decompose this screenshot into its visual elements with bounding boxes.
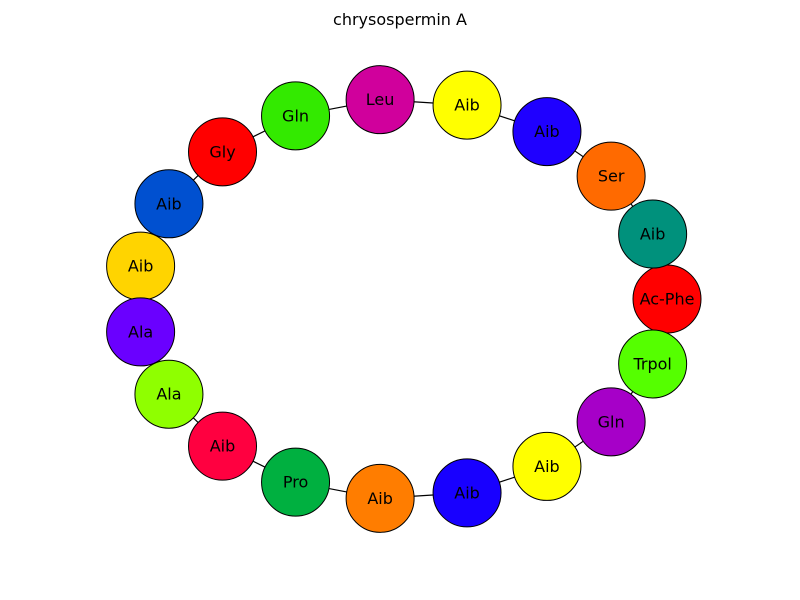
residue-label: Trpol bbox=[632, 354, 671, 373]
residue-node: Aib bbox=[106, 231, 176, 301]
residue-label: Aib bbox=[534, 122, 560, 141]
residue-label: Aib bbox=[640, 225, 666, 244]
residue-circle bbox=[618, 329, 688, 399]
residue-label: Aib bbox=[128, 257, 154, 276]
residue-circle bbox=[261, 81, 331, 151]
residue-circle bbox=[188, 117, 258, 187]
residue-label: Leu bbox=[366, 90, 395, 109]
residue-node: Aib bbox=[432, 70, 502, 140]
residue-label: Pro bbox=[283, 473, 308, 492]
residue-node: Pro bbox=[261, 447, 331, 517]
residue-circle bbox=[432, 70, 502, 140]
residue-node: Aib bbox=[188, 411, 258, 481]
residue-circle bbox=[576, 387, 646, 457]
residue-circle bbox=[188, 411, 258, 481]
residue-circle bbox=[134, 359, 204, 429]
residue-label: Ala bbox=[128, 322, 153, 341]
nodes-group: Ac-PheAibSerAibAibLeuGlnGlyAibAibAlaAlaA… bbox=[106, 65, 702, 533]
residue-label: Aib bbox=[534, 457, 560, 476]
residue-label: Ac-Phe bbox=[640, 290, 695, 309]
residue-node: Aib bbox=[512, 97, 582, 167]
residue-circle bbox=[345, 65, 415, 135]
residue-node: Leu bbox=[345, 65, 415, 135]
residue-node: Ala bbox=[134, 359, 204, 429]
residue-node: Aib bbox=[618, 199, 688, 269]
residue-label: Ser bbox=[598, 167, 625, 186]
residue-node: Aib bbox=[512, 431, 582, 501]
residue-label: Aib bbox=[156, 194, 182, 213]
residue-node: Aib bbox=[345, 463, 415, 533]
residue-circle bbox=[432, 458, 502, 528]
residue-node: Trpol bbox=[618, 329, 688, 399]
residue-label: Gln bbox=[282, 106, 309, 125]
residue-label: Aib bbox=[454, 483, 480, 502]
residue-label: Gln bbox=[598, 412, 625, 431]
residue-circle bbox=[618, 199, 688, 269]
residue-node: Ser bbox=[576, 141, 646, 211]
residue-circle bbox=[512, 97, 582, 167]
residue-node: Gln bbox=[576, 387, 646, 457]
residue-node: Aib bbox=[432, 458, 502, 528]
residue-label: Aib bbox=[210, 437, 236, 456]
residue-label: Ala bbox=[156, 385, 181, 404]
residue-node: Ac-Phe bbox=[632, 264, 702, 334]
residue-node: Aib bbox=[134, 169, 204, 239]
residue-circle bbox=[345, 463, 415, 533]
diagram-title: chrysospermin A bbox=[333, 10, 467, 29]
residue-node: Ala bbox=[106, 297, 176, 367]
residue-circle bbox=[106, 297, 176, 367]
residue-node: Gly bbox=[188, 117, 258, 187]
residue-label: Aib bbox=[454, 96, 480, 115]
residue-circle bbox=[261, 447, 331, 517]
residue-circle bbox=[512, 431, 582, 501]
residue-circle bbox=[576, 141, 646, 211]
residue-label: Aib bbox=[367, 489, 393, 508]
residue-node: Gln bbox=[261, 81, 331, 151]
residue-label: Gly bbox=[209, 142, 235, 161]
residue-circle bbox=[134, 169, 204, 239]
